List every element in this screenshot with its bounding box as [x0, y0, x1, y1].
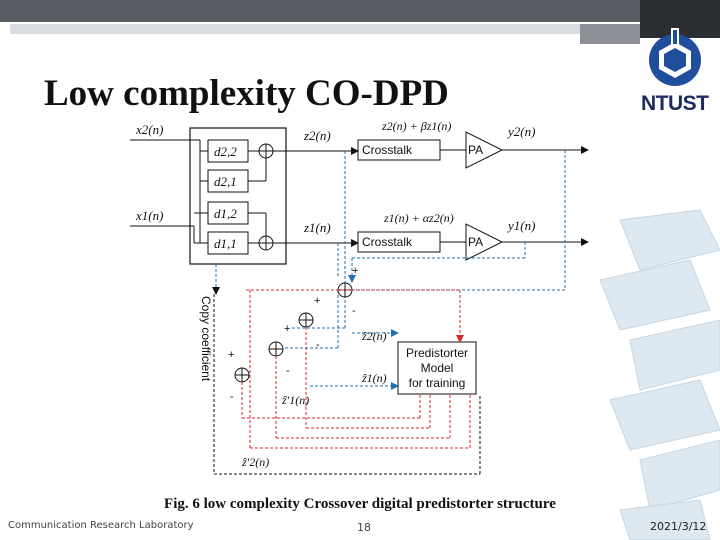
predistorter-model-box: Predistorter Model for training — [397, 341, 477, 395]
delay-box-d22: d2,2 — [207, 139, 249, 163]
crosstalk-box-top: Crosstalk — [357, 139, 441, 161]
output-label-y1: y1(n) — [506, 218, 535, 233]
top-corner-block — [640, 0, 720, 38]
delay-box-d21: d2,1 — [207, 169, 249, 193]
plus-sign: + — [352, 265, 358, 277]
copy-coefficient-label: Copy coefficient — [199, 296, 213, 382]
z1-hat-label: ẑ1(n) — [361, 371, 387, 385]
top-bar — [0, 0, 720, 22]
minus-sign: - — [316, 339, 320, 351]
predistorter-label-2: Model — [421, 361, 454, 375]
delay-box-d11: d1,1 — [207, 231, 249, 255]
top-accent-line-2 — [580, 24, 640, 44]
z1-label: z1(n) — [303, 220, 331, 235]
delay-label: d2,2 — [214, 144, 237, 159]
logo-text: NTUST — [641, 92, 709, 115]
footer-date: 2021/3/12 — [650, 520, 707, 533]
z2-hat-prime-label: ẑ'2(n) — [241, 455, 269, 469]
co-dpd-diagram: d2,2 d2,1 d1,2 d1,1 x2(n) x1(n) — [130, 119, 589, 475]
plus-sign: + — [314, 295, 320, 307]
crosstalk-bottom-label: z1(n) + αz2(n) — [383, 211, 454, 225]
minus-sign: - — [352, 305, 356, 317]
pa-amplifier-top: PA — [465, 131, 504, 169]
dpd-block — [189, 127, 287, 265]
slide-title: Low complexity CO-DPD — [44, 73, 449, 114]
z2-hat-label: ẑ2(n) — [361, 329, 387, 343]
top-accent-line — [10, 24, 580, 34]
predistorter-label-3: for training — [409, 376, 466, 390]
z1-hat-prime-label: ẑ'1(n) — [281, 393, 309, 407]
delay-label: d1,1 — [214, 236, 237, 251]
plus-sign: + — [284, 323, 290, 335]
minus-sign: - — [286, 365, 290, 377]
footer-lab-name: Communication Research Laboratory — [8, 520, 194, 531]
pa-label: PA — [468, 235, 483, 249]
crosstalk-box-bottom: Crosstalk — [357, 231, 441, 253]
z2-label: z2(n) — [303, 128, 331, 143]
decorative-pattern — [599, 210, 720, 540]
crosstalk-top-label: z2(n) + βz1(n) — [381, 119, 451, 133]
page-number: 18 — [357, 521, 371, 534]
crosstalk-label: Crosstalk — [362, 143, 413, 157]
input-label-x2: x2(n) — [135, 122, 163, 137]
figure-caption: Fig. 6 low complexity Crossover digital … — [164, 496, 556, 512]
delay-box-d12: d1,2 — [207, 201, 249, 225]
input-label-x1: x1(n) — [135, 208, 163, 223]
plus-sign: + — [228, 349, 234, 361]
ntust-logo-icon — [649, 28, 701, 86]
predistorter-label-1: Predistorter — [406, 346, 468, 360]
delay-label: d1,2 — [214, 206, 237, 221]
crosstalk-label: Crosstalk — [362, 235, 413, 249]
pa-label: PA — [468, 143, 483, 157]
delay-label: d2,1 — [214, 174, 237, 189]
output-label-y2: y2(n) — [506, 124, 535, 139]
minus-sign: - — [230, 391, 234, 403]
pa-amplifier-bottom: PA — [465, 223, 504, 261]
